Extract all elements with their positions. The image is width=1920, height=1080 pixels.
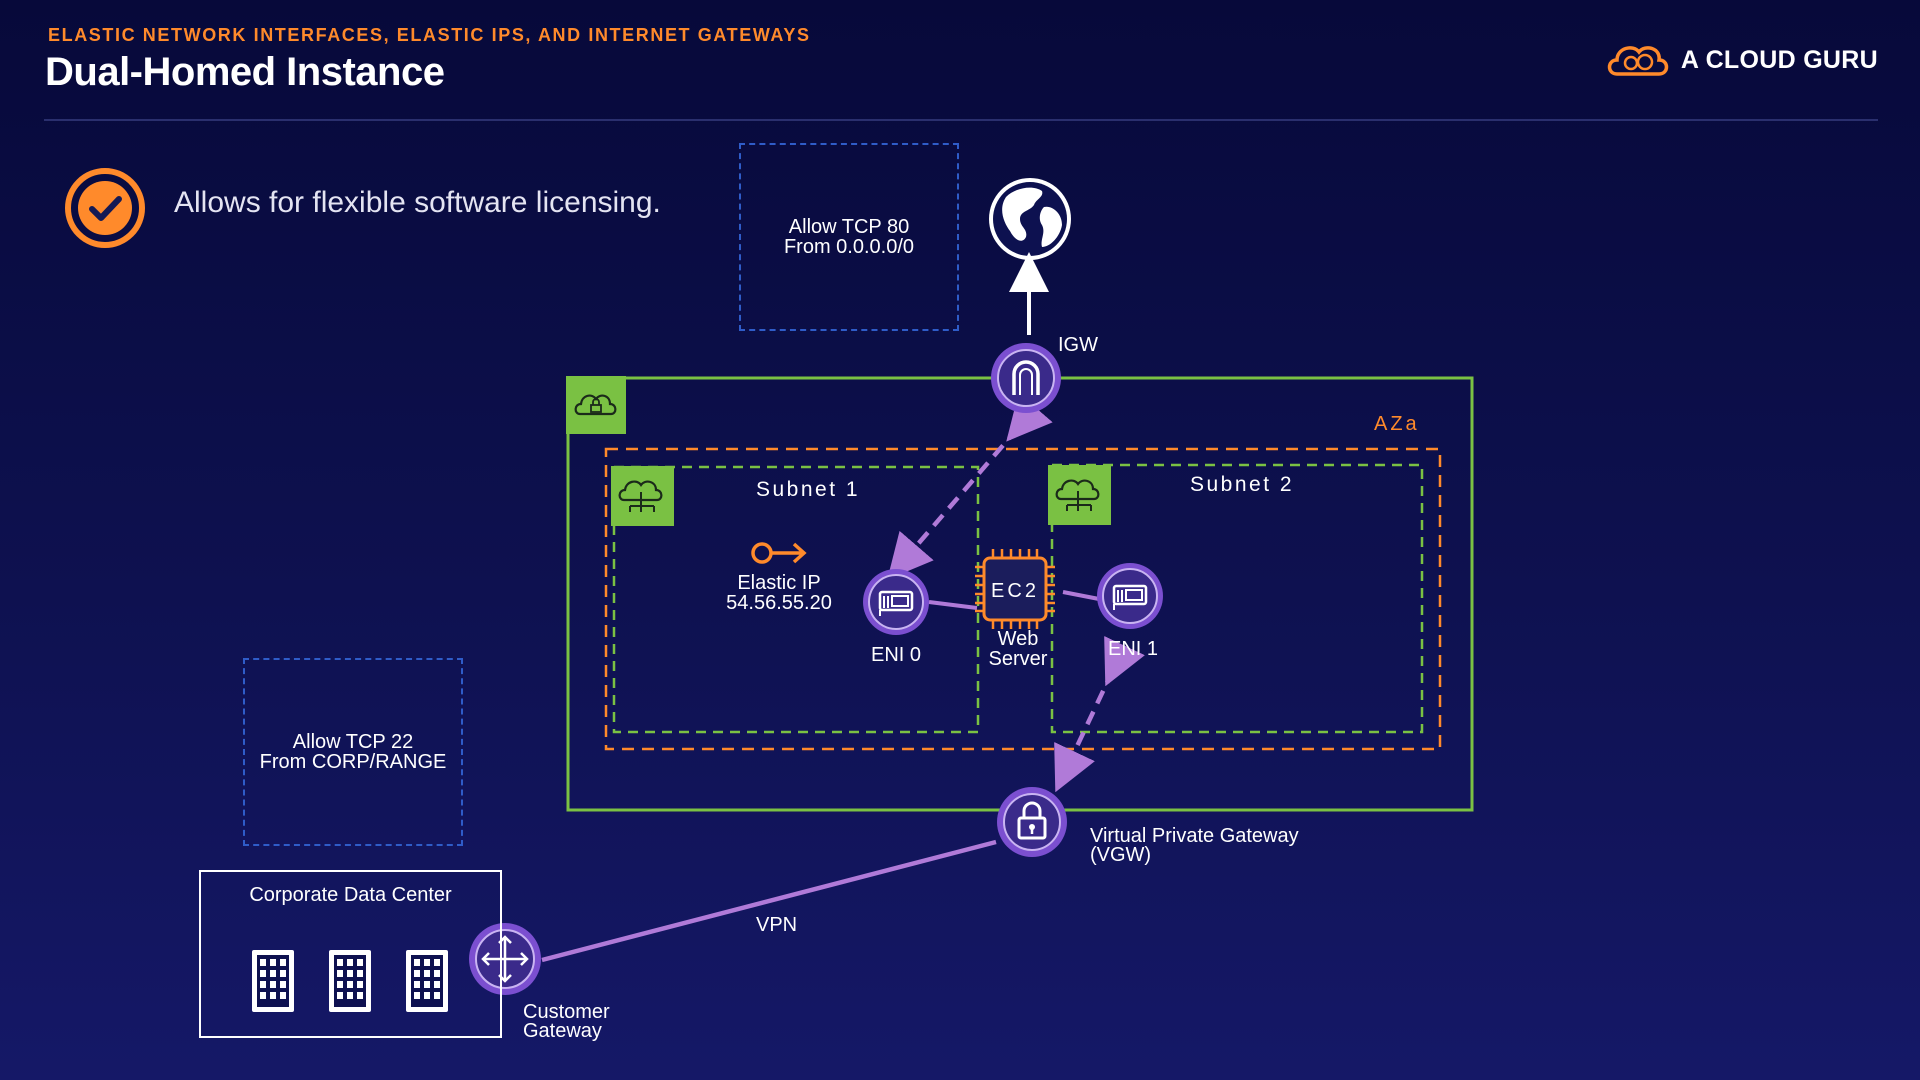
internet-globe-icon	[989, 178, 1071, 260]
vgw-label-line: Virtual Private Gateway	[1090, 825, 1299, 847]
eni-1-icon	[1097, 563, 1163, 629]
nacl-rule-line: Allow TCP 80	[788, 216, 910, 238]
ec2-instance-icon: EC2	[975, 549, 1055, 629]
eni-0-icon	[863, 569, 929, 635]
slide-subtitle: ELASTIC NETWORK INTERFACES, ELASTIC IPS,…	[48, 25, 811, 45]
igw-label: IGW	[1058, 334, 1098, 356]
nacl-rule-line: From 0.0.0.0/0	[783, 236, 915, 258]
ec2-chip-label: EC2	[991, 580, 1039, 602]
internet-gateway-icon	[991, 343, 1061, 413]
subnet-1-cloud-icon	[618, 480, 663, 512]
office-building-icon	[406, 950, 448, 1012]
eni0-to-igw-path	[887, 392, 1053, 580]
vgw-label-line: (VGW)	[1090, 844, 1152, 866]
cloud-logo-icon	[1607, 46, 1669, 76]
virtual-private-gateway-icon	[997, 787, 1067, 857]
vpn-connection-line	[541, 839, 997, 963]
brand-name: A CLOUD GURU	[1680, 45, 1878, 74]
subnet-2-badge	[1048, 465, 1111, 525]
corporate-data-center-box	[199, 870, 502, 1038]
subnet-2-boundary	[1050, 463, 1424, 734]
az-boundary	[604, 447, 1442, 751]
eni0-ec2-link	[928, 600, 978, 610]
subnet-1-boundary	[612, 465, 980, 734]
customer-gateway-label: Customer Gateway	[523, 1001, 610, 1042]
brand-logo: A CLOUD GURU	[1605, 40, 1878, 80]
elastic-ip-title: Elastic IP	[737, 572, 821, 594]
vgw-label: Virtual Private Gateway (VGW)	[1090, 825, 1299, 866]
nacl-rule-line: Allow TCP 22	[292, 731, 414, 753]
customer-gateway-icon	[469, 923, 541, 995]
office-building-icon	[252, 950, 294, 1012]
vpn-label: VPN	[756, 914, 798, 936]
vpc-lock-cloud-icon	[574, 394, 617, 416]
web-server-line: Web	[997, 628, 1039, 650]
az-label: AZa	[1374, 413, 1420, 435]
slide-title: Dual-Homed Instance	[45, 50, 445, 94]
subnet-1-badge	[611, 466, 674, 526]
corporate-data-center-label: Corporate Data Center	[249, 884, 452, 906]
web-server-label: Web Server	[968, 629, 1068, 669]
eni-0-label: ENI 0	[870, 644, 922, 666]
subnet-2-cloud-icon	[1055, 479, 1100, 511]
web-server-line: Server	[988, 648, 1048, 670]
nacl-rule-line: From CORP/RANGE	[259, 751, 447, 773]
check-circle-icon	[64, 167, 146, 254]
customer-gateway-line: Customer	[523, 1001, 610, 1023]
elastic-ip-label: Elastic IP 54.56.55.20	[699, 573, 859, 613]
office-building-icon	[329, 950, 371, 1012]
bullet-text: Allows for flexible software licensing.	[174, 186, 661, 219]
header-divider	[44, 119, 1878, 121]
eni1-ec2-link	[1062, 590, 1100, 601]
elastic-ip-value: 54.56.55.20	[726, 592, 832, 614]
subnet-2-label: Subnet 2	[1190, 473, 1295, 496]
elastic-ip-key-icon	[751, 542, 807, 564]
customer-gateway-line: Gateway	[523, 1020, 602, 1042]
subnet-1-label: Subnet 1	[756, 478, 861, 501]
eni-1-label: ENI 1	[1107, 638, 1159, 660]
eni1-to-vgw-path	[1054, 635, 1145, 793]
